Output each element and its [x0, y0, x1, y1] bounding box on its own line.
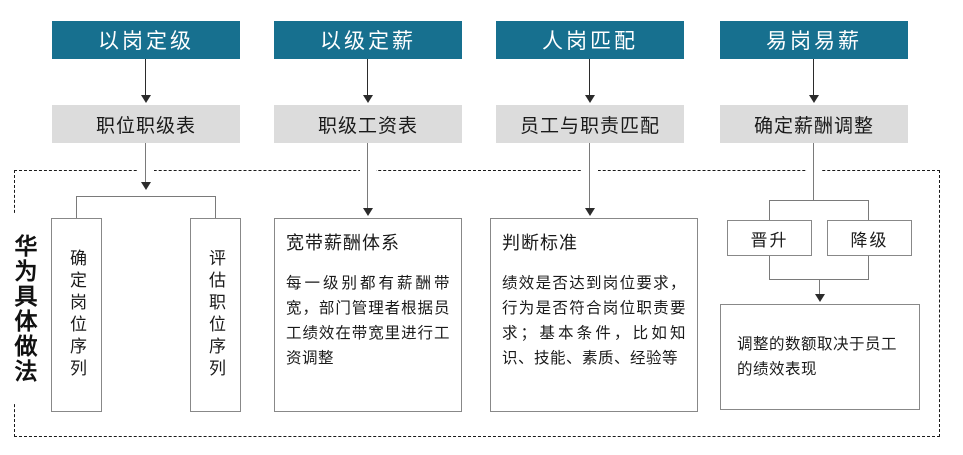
fork-branch-1-right [215, 196, 217, 218]
sub-box-1-2: 评估职位序列 [190, 218, 241, 412]
connector-arrow-4-c [815, 294, 825, 302]
side-label-mask [6, 214, 42, 404]
connector-line-3-a [589, 59, 591, 97]
connector-arrow-3-b [585, 208, 595, 216]
sub-box-4-1: 晋升 [727, 220, 812, 256]
connector-line-1-a [145, 59, 147, 97]
connector-line-3-b [589, 143, 591, 211]
dash-cross-line-2 [367, 166, 369, 176]
detail-box-2-body: 每一级别都有薪酬带宽，部门管理者根据员工绩效在带宽里进行工资调整 [286, 275, 450, 367]
note-box-4: 调整的数额取决于员工的绩效表现 [720, 304, 920, 410]
connector-arrow-1-b [141, 182, 151, 190]
connector-line-4-c [819, 279, 821, 297]
fork-line-1 [76, 196, 216, 198]
detail-box-3: 判断标准 绩效是否达到岗位要求，行为是否符合岗位职责要求；基本条件，比如知识、技… [490, 218, 698, 412]
column-step-1: 职位职级表 [52, 105, 240, 143]
fork-branch-4-left [769, 200, 771, 220]
connector-arrow-2-a [363, 95, 373, 103]
connector-arrow-1-a [141, 95, 151, 103]
detail-box-2: 宽带薪酬体系 每一级别都有薪酬带宽，部门管理者根据员工绩效在带宽里进行工资调整 [274, 218, 462, 412]
connector-arrow-4-a [809, 95, 819, 103]
fork-line-4 [769, 200, 869, 202]
detail-box-3-body: 绩效是否达到岗位要求，行为是否符合岗位职责要求；基本条件，比如知识、技能、素质、… [502, 275, 686, 367]
dash-cross-line-4 [813, 166, 815, 176]
detail-box-2-title: 宽带薪酬体系 [286, 233, 400, 253]
note-box-4-text: 调整的数额取决于员工的绩效表现 [737, 336, 898, 378]
dash-cross-line-1 [145, 166, 147, 176]
connector-arrow-2-b [363, 208, 373, 216]
connector-arrow-3-a [585, 95, 595, 103]
column-header-3: 人岗匹配 [496, 21, 684, 59]
column-step-3: 员工与职责匹配 [496, 105, 684, 143]
connector-line-1-b [145, 143, 147, 185]
column-header-2: 以级定薪 [274, 21, 462, 59]
column-step-2: 职级工资表 [274, 105, 462, 143]
connector-line-4-a [813, 59, 815, 97]
sub-box-1-1: 确定岗位序列 [51, 218, 102, 412]
side-label: 华为具体做法 [11, 234, 37, 384]
fork-branch-1-left [76, 196, 78, 218]
connector-line-2-b [367, 143, 369, 211]
column-step-4: 确定薪酬调整 [720, 105, 908, 143]
column-header-4: 易岗易薪 [720, 21, 908, 59]
sub-box-4-2: 降级 [827, 220, 912, 256]
column-header-1: 以岗定级 [52, 21, 240, 59]
detail-box-3-title: 判断标准 [502, 233, 578, 253]
merge-branch-4-left [769, 256, 771, 280]
dash-cross-line-3 [589, 166, 591, 176]
practice-group-container [14, 170, 940, 437]
merge-branch-4-right [868, 256, 870, 280]
connector-line-2-a [367, 59, 369, 97]
fork-branch-4-right [868, 200, 870, 220]
